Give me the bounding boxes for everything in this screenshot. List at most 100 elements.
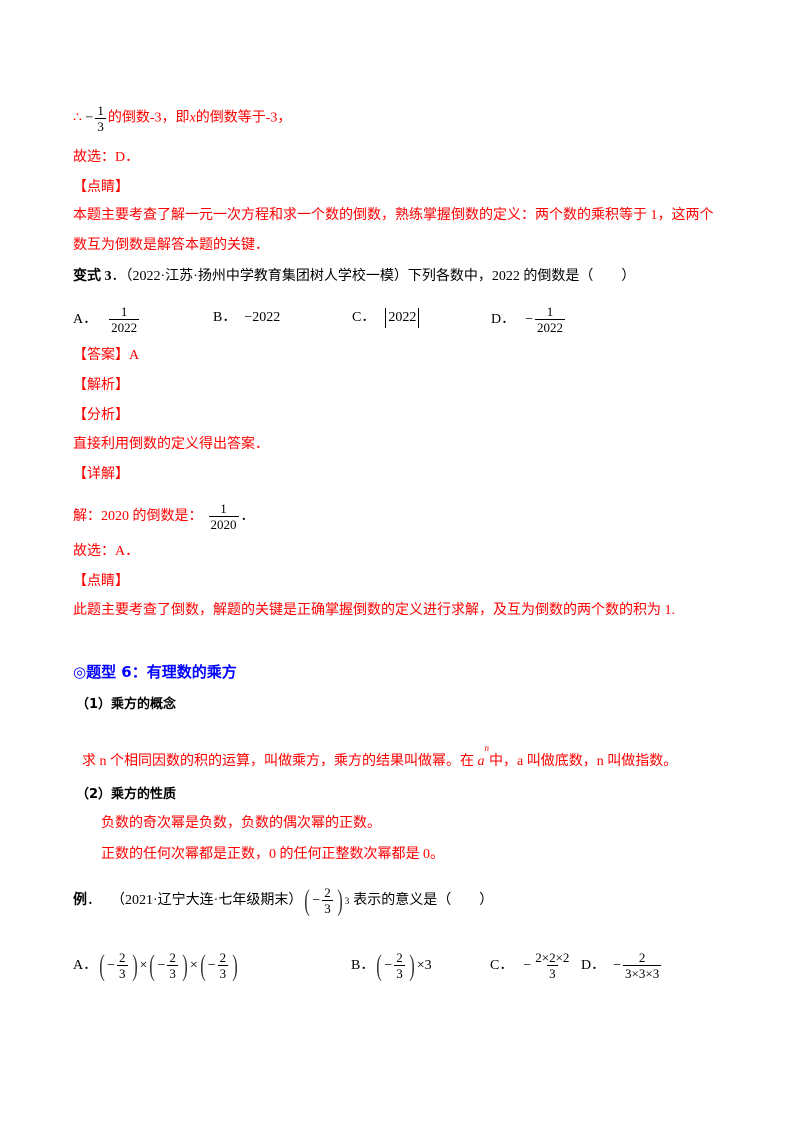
variant3-option-b[interactable]: B． −2022 (213, 308, 280, 328)
times-sign: × (139, 957, 148, 973)
times-sign: × (189, 957, 198, 973)
variant3-label: 变式 3 (73, 269, 112, 284)
separator: ． (111, 269, 126, 284)
concept-heading: （1）乘方的概念 (76, 697, 177, 712)
fenxi-label: 【分析】 (73, 408, 129, 423)
negative-sign: − (523, 957, 532, 973)
property-line-1: 负数的奇次幂是负数，负数的偶次幂的正数。 (101, 816, 381, 831)
numerator: 2 (219, 950, 227, 965)
numerator: 1 (220, 501, 227, 516)
fenxi-text: 直接利用倒数的定义得出答案． (73, 437, 269, 452)
option-letter: B． (351, 957, 375, 973)
property-heading: （2）乘方的性质 (76, 787, 177, 802)
power-exponent: n (484, 743, 490, 753)
comment-text-2: 此题主要考查了倒数，解题的关键是正确掌握倒数的定义进行求解，及互为倒数的两个数的… (73, 603, 675, 618)
text: 的倒数等于-3， (195, 110, 292, 126)
option-letter: C． (352, 310, 376, 325)
choose-d-line: 故选：D． (73, 150, 140, 165)
negative-sign: − (107, 957, 116, 973)
denominator: 3 (217, 965, 229, 981)
left-paren: ( (149, 948, 156, 982)
numerator: 1 (97, 103, 104, 118)
negative-sign: − (207, 957, 216, 973)
right-paren: ) (182, 948, 188, 982)
right-paren: ) (232, 948, 238, 982)
option-letter: B． (213, 310, 237, 325)
right-paren: ) (131, 948, 138, 982)
option-letter: D． (581, 957, 606, 973)
detail-prefix: 解：2020 的倒数是： (73, 508, 203, 524)
negative-sign: − (312, 892, 321, 908)
option-absolute-value: 2022 (385, 308, 420, 328)
variant3-question: 变式 3．（2022·江苏·扬州中学教育集团树人学校一模）下列各数中，2022 … (73, 267, 635, 287)
therefore-symbol: ∴ (73, 110, 82, 126)
variant3-source-text: （2022·江苏·扬州中学教育集团树人学校一模）下列各数中，2022 的倒数是（… (125, 269, 636, 284)
left-paren: ( (304, 883, 311, 917)
left-paren: ( (376, 948, 383, 982)
variant3-option-c[interactable]: C． 2022 (352, 308, 420, 328)
detail-label: 【详解】 (73, 467, 129, 482)
comment-line-1: 本题主要考查了解一元一次方程和求一个数的倒数，熟练掌握倒数的定义：两个数的乘积等… (73, 208, 714, 223)
power-base: a (477, 754, 485, 769)
comment-line-2: 数互为倒数是解答本题的关键． (73, 238, 269, 253)
denominator: 2022 (535, 319, 566, 335)
numerator: 2 (396, 950, 403, 965)
left-paren: ( (200, 948, 206, 982)
choose-a-line: 故选：A． (73, 544, 140, 559)
example-source: （2021·辽宁大连·七年级期末） (111, 892, 303, 908)
option-letter: D． (491, 311, 516, 327)
numerator: 1 (120, 304, 128, 319)
numerator: 2 (169, 950, 176, 965)
option-letter: A． (73, 957, 98, 973)
text: 的倒数-3，即 (107, 110, 190, 126)
negative-sign: − (384, 957, 393, 973)
numerator: 2×2×2 (535, 950, 570, 965)
times-three: ×3 (416, 957, 432, 973)
denominator: 2022 (109, 319, 140, 335)
exponent: 3 (344, 895, 350, 906)
denominator: 3 (117, 965, 128, 981)
denominator: 3 (547, 965, 558, 981)
negative-sign: − (613, 957, 622, 973)
numerator: 1 (546, 304, 554, 319)
negative-sign: − (85, 110, 94, 126)
denominator: 2020 (208, 516, 239, 532)
right-paren: ) (336, 883, 343, 917)
property-line-2: 正数的任何次幂都是正数，0 的任何正整数次幂都是 0。 (101, 847, 444, 862)
concept-text: 求 n 个相同因数的积的运算，叫做乘方，乘方的结果叫做幂。在 an中，a 叫做底… (82, 738, 677, 772)
example-label: 例 (73, 892, 87, 908)
negative-sign: − (157, 957, 166, 973)
numerator: 2 (324, 885, 331, 900)
numerator: 2 (638, 950, 646, 965)
concept-text-a: 求 n 个相同因数的积的运算，叫做乘方，乘方的结果叫做幂。在 (82, 754, 474, 769)
negative-sign: − (525, 311, 534, 327)
denominator: 3×3×3 (623, 965, 662, 981)
denominator: 3 (167, 965, 178, 981)
right-paren: ) (409, 948, 415, 982)
option-value: −2022 (244, 310, 281, 325)
comment-label: 【点睛】 (73, 180, 129, 195)
option-letter: C． (490, 957, 514, 973)
section-title: ◎题型 6：有理数的乘方 (73, 663, 237, 681)
separator: ． (87, 892, 101, 908)
